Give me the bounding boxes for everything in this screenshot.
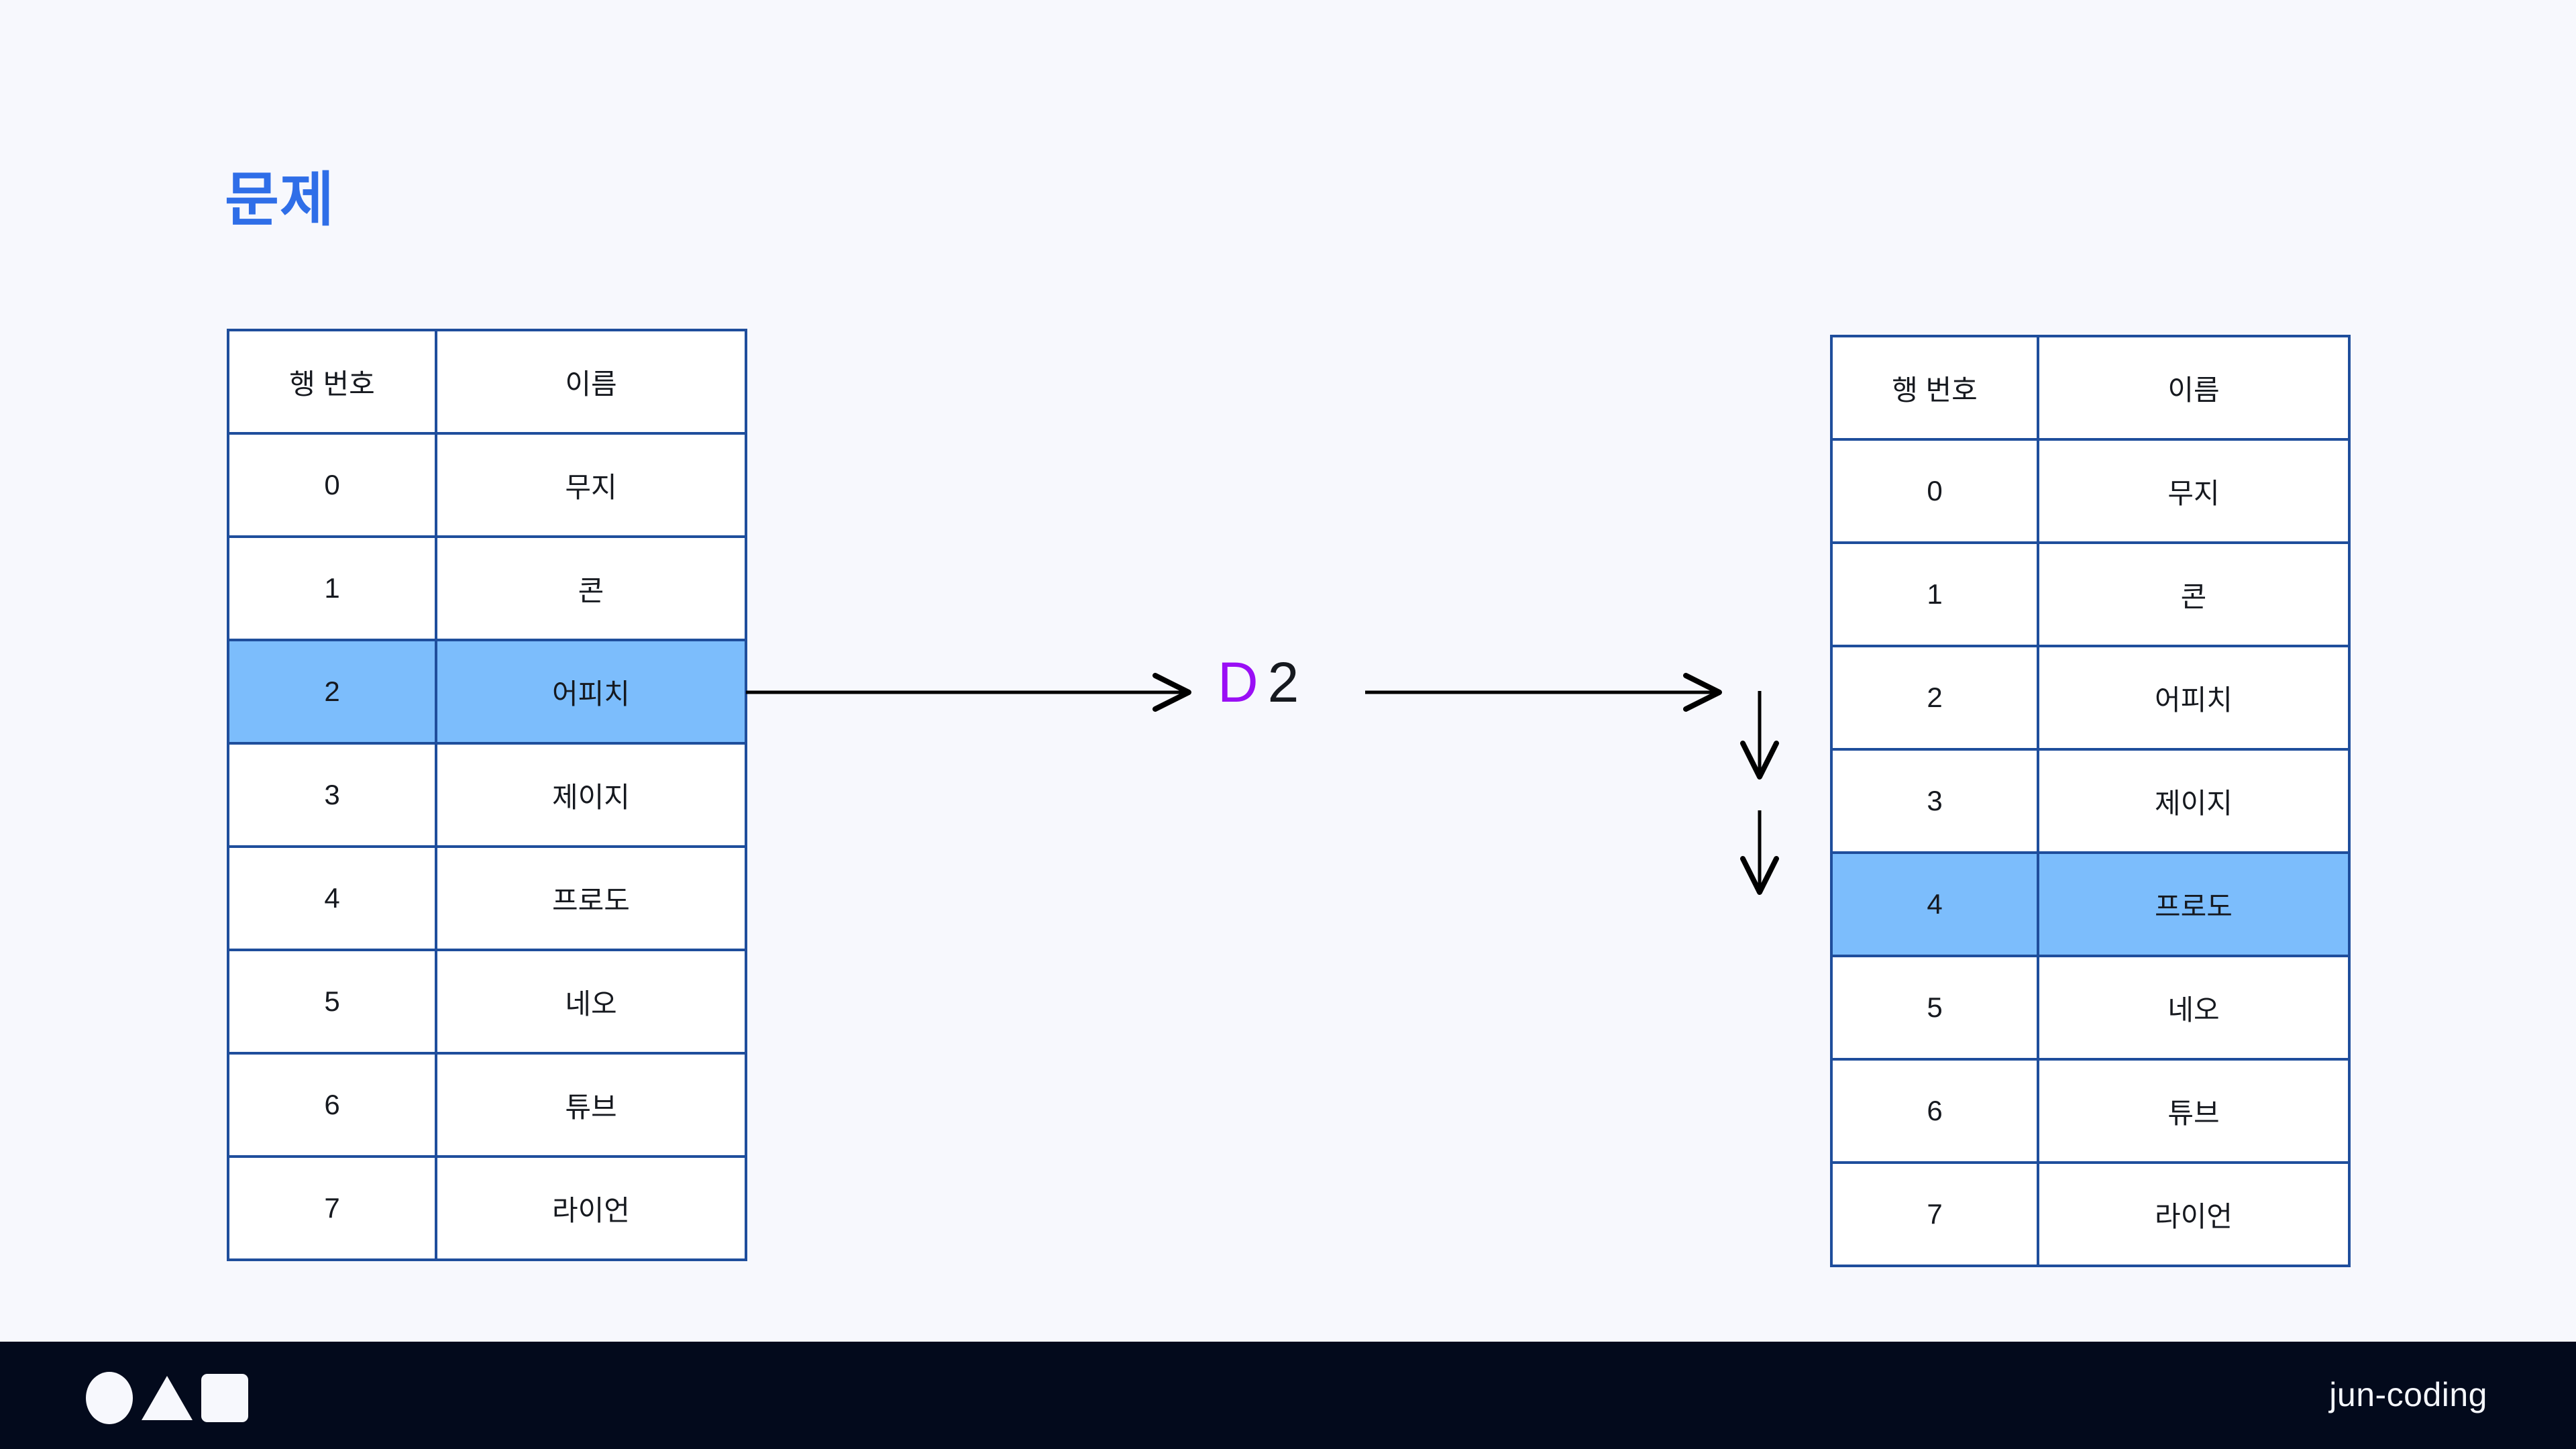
cell-row-number: 0 (227, 432, 437, 538)
table-row[interactable]: 6 튜브 (1830, 1058, 2351, 1164)
cell-row-number: 3 (1830, 748, 2039, 854)
cell-name: 라이언 (2037, 1161, 2351, 1267)
cell-row-number: 2 (1830, 645, 2039, 751)
table-row[interactable]: 0 무지 (1830, 438, 2351, 544)
cell-name: 무지 (2037, 438, 2351, 544)
table-row-highlighted[interactable]: 2 어피치 (227, 639, 747, 745)
table-row[interactable]: 0 무지 (227, 432, 747, 538)
cell-name: 콘 (435, 535, 747, 641)
cell-name: 어피치 (2037, 645, 2351, 751)
brand-name: jun-coding (2329, 1376, 2487, 1413)
table-row[interactable]: 3 제이지 (227, 742, 747, 848)
page-title: 문제 (225, 166, 335, 233)
square-icon (201, 1374, 248, 1422)
circle-icon (86, 1372, 133, 1424)
cell-name: 프로도 (435, 845, 747, 951)
table-row[interactable]: 1 콘 (1830, 541, 2351, 647)
triangle-icon (142, 1376, 193, 1420)
footer-bar (0, 1342, 2576, 1449)
table-row[interactable]: 7 라이언 (1830, 1161, 2351, 1267)
table-row[interactable]: 4 프로도 (227, 845, 747, 951)
cell-row-number: 6 (227, 1052, 437, 1158)
cell-name: 제이지 (2037, 748, 2351, 854)
cell-row-number: 4 (1830, 851, 2039, 957)
table-row[interactable]: 3 제이지 (1830, 748, 2351, 854)
cell-row-number: 6 (1830, 1058, 2039, 1164)
table-row[interactable]: 5 네오 (1830, 955, 2351, 1061)
header-cell-row-number: 행 번호 (1830, 335, 2039, 441)
header-cell-name: 이름 (435, 329, 747, 435)
table-row-highlighted[interactable]: 4 프로도 (1830, 851, 2351, 957)
cell-name: 콘 (2037, 541, 2351, 647)
cell-row-number: 5 (1830, 955, 2039, 1061)
cell-row-number: 1 (227, 535, 437, 641)
table-row[interactable]: 6 튜브 (227, 1052, 747, 1158)
cell-row-number: 4 (227, 845, 437, 951)
after-table: 행 번호 이름 0 무지 1 콘 2 어피치 3 제이지 4 프로도 (1830, 335, 2351, 1267)
cell-row-number: 7 (1830, 1161, 2039, 1267)
cell-row-number: 7 (227, 1155, 437, 1261)
brand-logo (86, 1372, 248, 1424)
table-row[interactable]: 7 라이언 (227, 1155, 747, 1261)
cell-name: 네오 (435, 949, 747, 1055)
header-cell-row-number: 행 번호 (227, 329, 437, 435)
cell-name: 무지 (435, 432, 747, 538)
before-table: 행 번호 이름 0 무지 1 콘 2 어피치 3 제이지 4 프로도 (227, 329, 747, 1261)
header-cell-name: 이름 (2037, 335, 2351, 441)
cell-name: 어피치 (435, 639, 747, 745)
cell-row-number: 1 (1830, 541, 2039, 647)
cell-name: 튜브 (435, 1052, 747, 1158)
cell-row-number: 3 (227, 742, 437, 848)
table-row[interactable]: 1 콘 (227, 535, 747, 641)
cell-row-number: 2 (227, 639, 437, 745)
table-row[interactable]: 2 어피치 (1830, 645, 2351, 751)
cell-row-number: 0 (1830, 438, 2039, 544)
table-row[interactable]: 5 네오 (227, 949, 747, 1055)
cell-name: 라이언 (435, 1155, 747, 1261)
command-letter: D (1218, 651, 1258, 714)
cell-name: 제이지 (435, 742, 747, 848)
cell-row-number: 5 (227, 949, 437, 1055)
cell-name: 네오 (2037, 955, 2351, 1061)
table-header-row: 행 번호 이름 (227, 329, 747, 435)
cell-name: 프로도 (2037, 851, 2351, 957)
cell-name: 튜브 (2037, 1058, 2351, 1164)
table-header-row: 행 번호 이름 (1830, 335, 2351, 441)
command-count: 2 (1267, 651, 1299, 714)
